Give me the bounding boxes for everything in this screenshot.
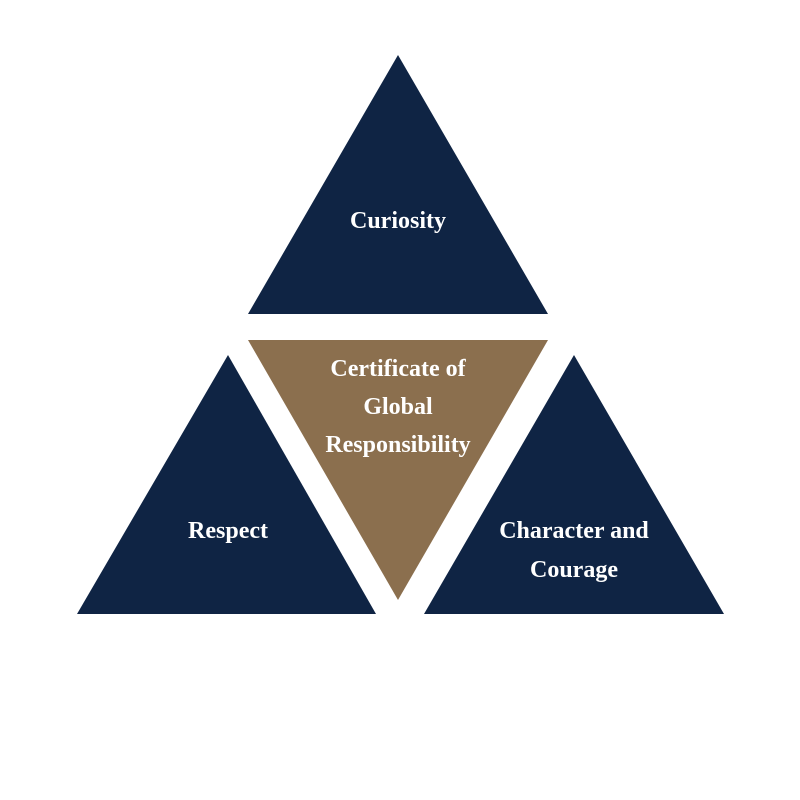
left-triangle <box>77 355 376 614</box>
respect-label: Respect <box>188 518 268 544</box>
center-triangle-group: Certificate of Global Responsibility <box>248 340 548 600</box>
center-triangle <box>248 340 548 600</box>
left-triangle-group: Respect <box>77 355 376 614</box>
character-label-line2: Courage <box>530 557 618 583</box>
top-triangle-group: Curiosity <box>248 55 548 314</box>
top-triangle <box>248 55 548 314</box>
center-label-line1: Certificate of <box>330 356 466 382</box>
right-triangle <box>424 355 724 614</box>
center-label-line2: Global <box>363 394 433 420</box>
center-label-line3: Responsibility <box>325 432 470 458</box>
right-triangle-group: Character and Courage <box>424 355 724 614</box>
character-label-line1: Character and <box>499 518 649 544</box>
curiosity-label: Curiosity <box>350 208 446 234</box>
